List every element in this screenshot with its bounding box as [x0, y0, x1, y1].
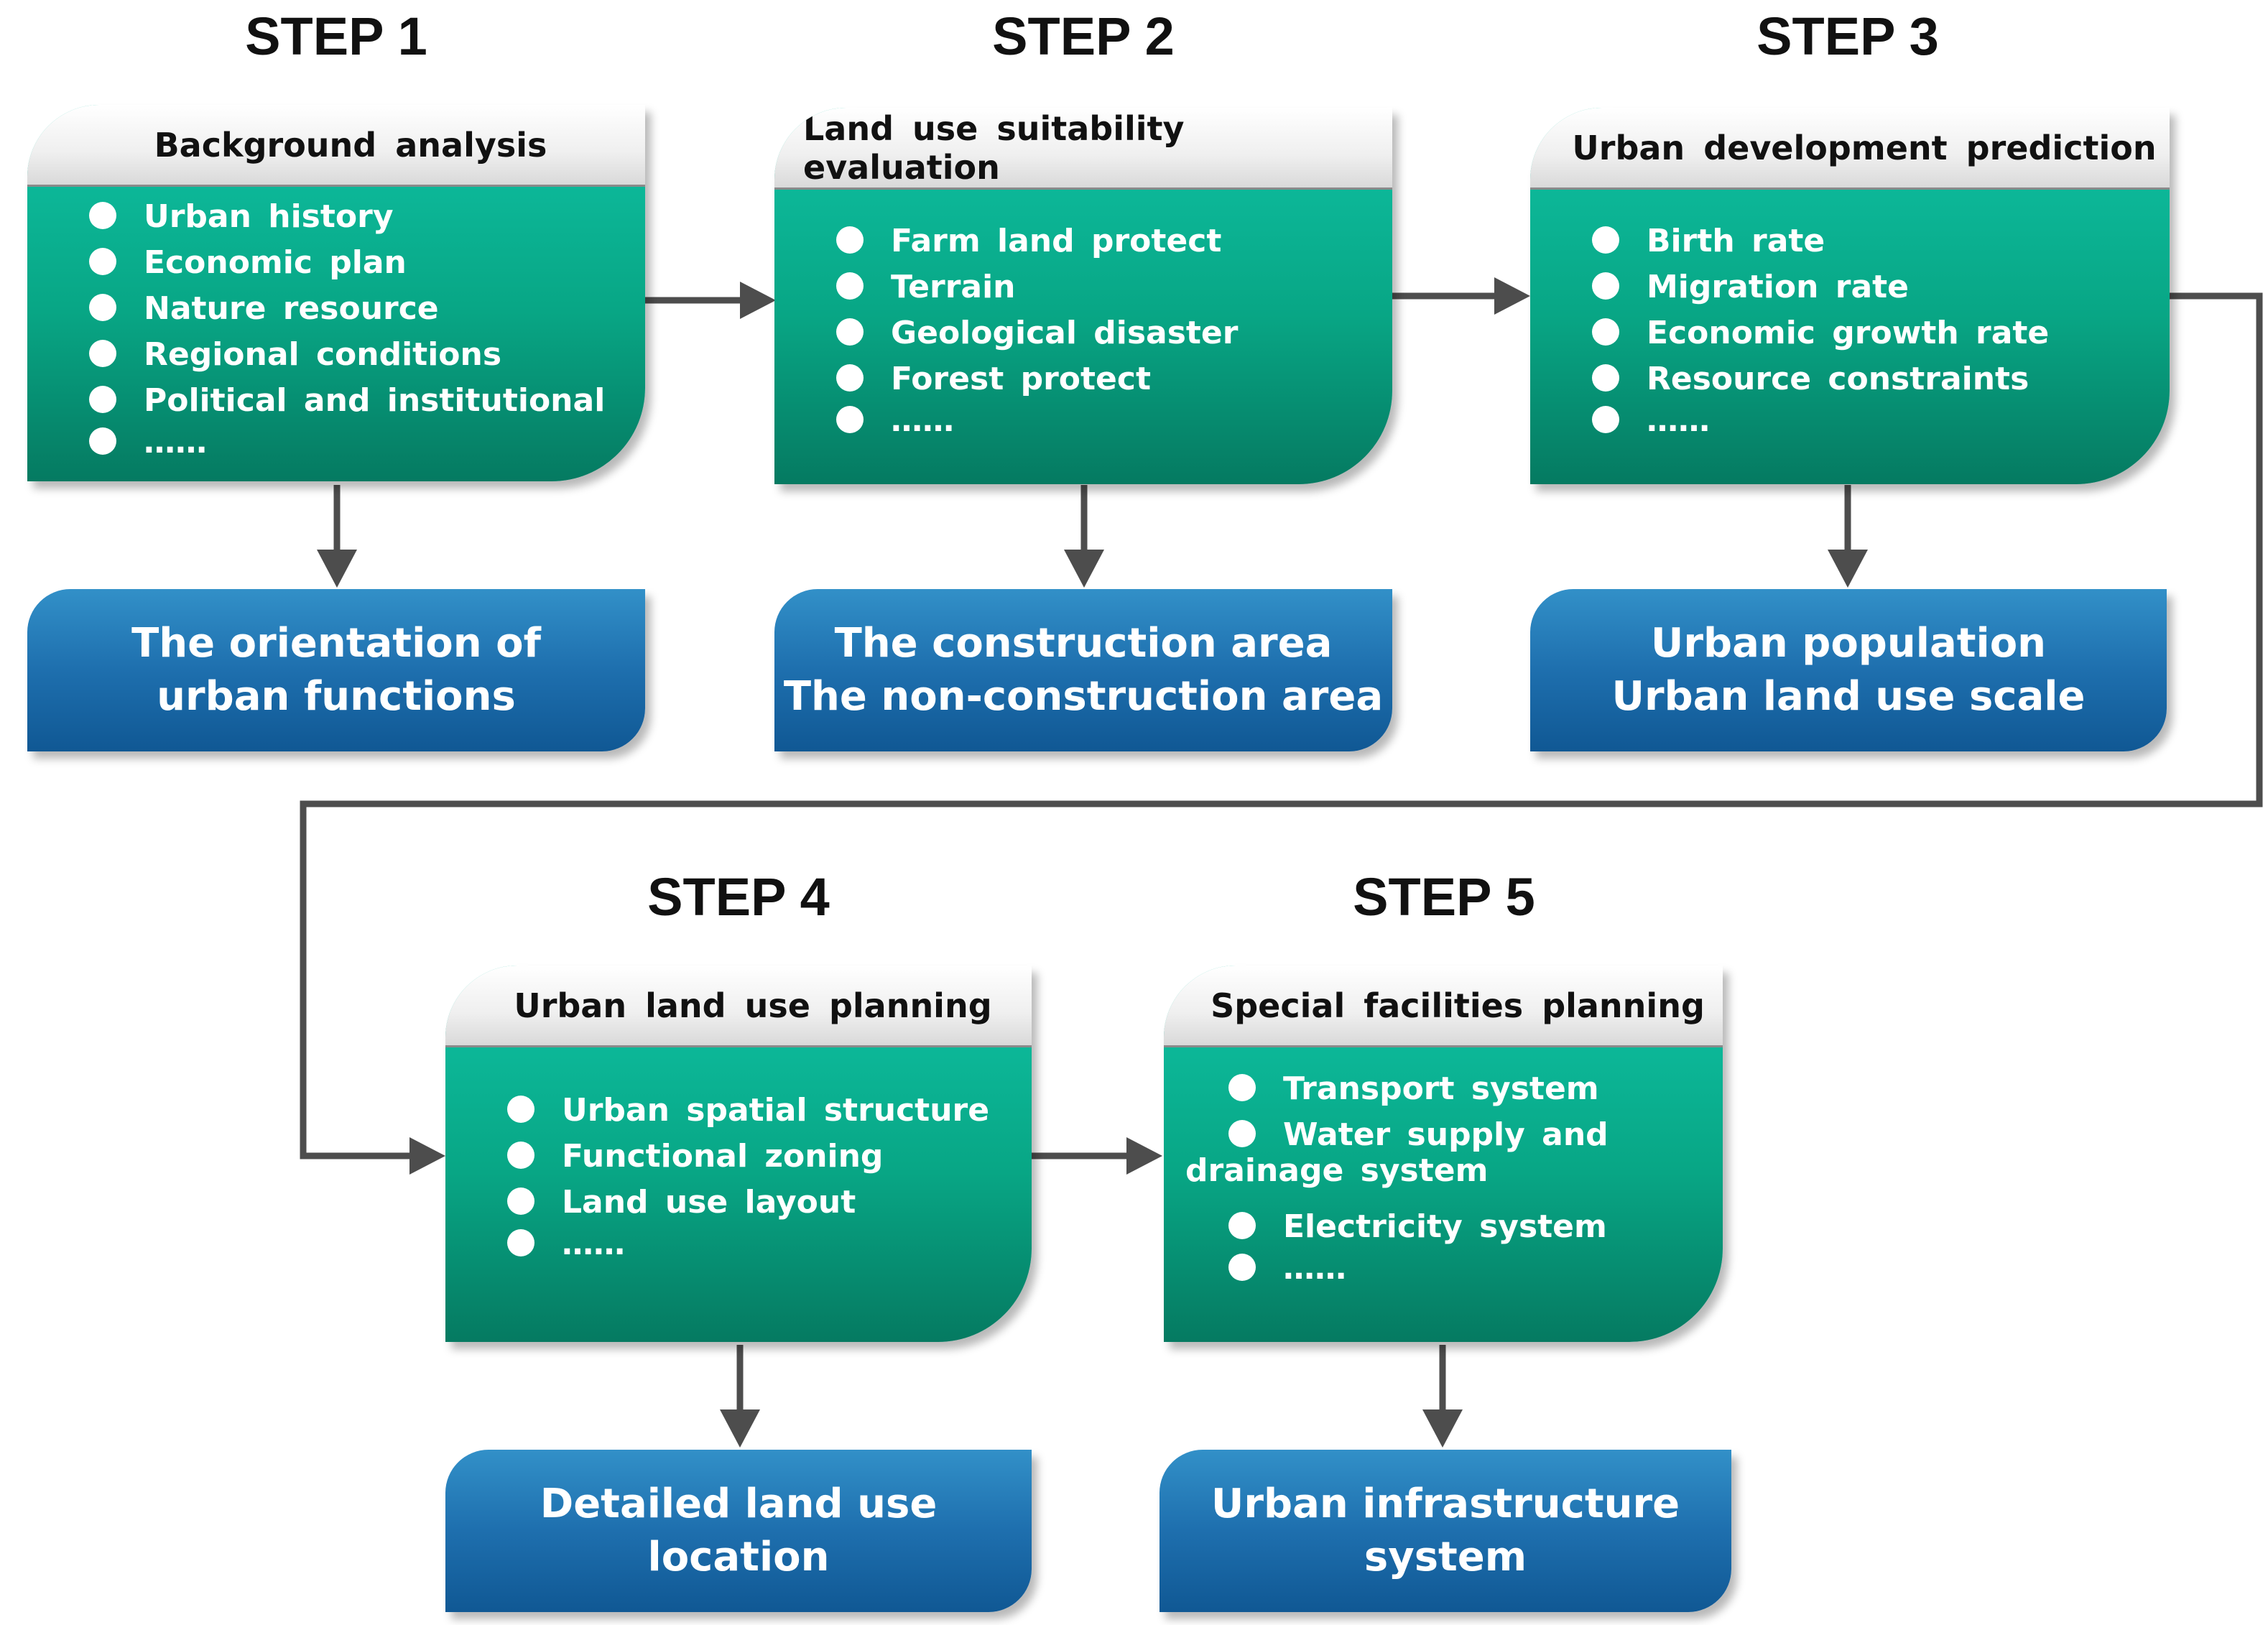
bullet-icon — [89, 386, 116, 413]
step-1-title: STEP 1 — [245, 6, 427, 66]
step-5-header: Special facilities planning — [1164, 966, 1723, 1047]
step-3-card: Urban development prediction Birth rate … — [1530, 108, 2170, 484]
step-2-card: Land use suitability evaluation Farm lan… — [774, 108, 1392, 484]
step-1-card: Background analysis Urban history Econom… — [27, 105, 645, 481]
step-4-result: Detailed land use location — [445, 1450, 1032, 1612]
arrowhead-step3 — [1494, 277, 1530, 315]
bullet-icon — [507, 1188, 534, 1215]
result-line: Urban land use scale — [1611, 673, 2086, 720]
list-item: …… — [89, 420, 207, 466]
bullet-icon — [89, 248, 116, 275]
bullet-icon — [836, 272, 864, 300]
result-line: Detailed land use location — [540, 1481, 938, 1580]
result-line: The orientation of — [131, 620, 541, 667]
bullet-icon — [1228, 1120, 1256, 1147]
bullet-icon — [836, 364, 864, 392]
list-item: Transport system — [1228, 1066, 1599, 1112]
bullet-icon — [1592, 364, 1619, 392]
step-1-header: Background analysis — [27, 105, 645, 187]
list-item: Birth rate — [1592, 218, 1825, 264]
bullet-icon — [1592, 226, 1619, 254]
result-line: system — [1364, 1534, 1527, 1580]
bullet-icon — [836, 406, 864, 433]
result-line: urban functions — [157, 673, 516, 720]
list-item: …… — [836, 398, 954, 444]
bullet-icon — [89, 294, 116, 321]
list-item: Water supply and — [1228, 1112, 1609, 1158]
bullet-icon — [1592, 406, 1619, 433]
bullet-icon — [836, 226, 864, 254]
step-1-result: The orientation of urban functions — [27, 589, 645, 751]
step-4-header: Urban land use planning — [445, 966, 1032, 1047]
step-5-title: STEP 5 — [1353, 867, 1535, 927]
arrowhead-down-5 — [1422, 1409, 1463, 1448]
result-line: Urban infrastructure — [1211, 1481, 1680, 1527]
list-item: Resource constraints — [1592, 356, 2029, 402]
bullet-icon — [1592, 318, 1619, 346]
arrowhead-down-2 — [1064, 550, 1104, 588]
arrowhead-down-4 — [720, 1409, 760, 1448]
arrowhead-step4 — [409, 1137, 445, 1175]
step-4-title: STEP 4 — [647, 867, 830, 927]
list-item: Terrain — [836, 264, 1016, 310]
result-line: The construction area — [834, 620, 1333, 667]
arrowhead-down-1 — [317, 550, 357, 588]
step-3-header: Urban development prediction — [1530, 108, 2170, 190]
bullet-icon — [507, 1229, 534, 1256]
step-5-card: Special facilities planning Transport sy… — [1164, 966, 1723, 1342]
step-4-card: Urban land use planning Urban spatial st… — [445, 966, 1032, 1342]
list-item: …… — [1228, 1246, 1346, 1292]
bullet-icon — [507, 1142, 534, 1169]
step-3-title: STEP 3 — [1756, 6, 1939, 66]
list-item: Urban history — [89, 194, 394, 240]
list-item: Geological disaster — [836, 310, 1238, 356]
list-item: Urban spatial structure — [507, 1088, 989, 1134]
bullet-icon — [507, 1096, 534, 1123]
result-line: Urban population — [1650, 620, 2047, 667]
bullet-icon — [1228, 1212, 1256, 1239]
list-item: Functional zoning — [507, 1134, 883, 1180]
bullet-icon — [89, 202, 116, 229]
bullet-icon — [89, 427, 116, 455]
list-item: Farm land protect — [836, 218, 1221, 264]
list-item: Forest protect — [836, 356, 1151, 402]
list-item: Economic plan — [89, 240, 407, 286]
arrow-step3-to-step4 — [300, 292, 2263, 1159]
step-5-item-continuation: drainage system — [1185, 1152, 1489, 1189]
bullet-icon — [1228, 1074, 1256, 1101]
list-item: Nature resource — [89, 286, 439, 332]
step-2-header: Land use suitability evaluation — [774, 108, 1392, 190]
list-item: Migration rate — [1592, 264, 1909, 310]
arrowhead-step5 — [1126, 1137, 1162, 1175]
list-item: …… — [507, 1221, 625, 1267]
arrowhead-down-3 — [1828, 550, 1868, 588]
step-2-title: STEP 2 — [992, 6, 1175, 66]
arrowhead-step2 — [740, 282, 776, 319]
step-5-result: Urban infrastructure system — [1160, 1450, 1731, 1612]
list-item: Political and institutional — [89, 378, 605, 424]
bullet-icon — [836, 318, 864, 346]
step-3-result: Urban population Urban land use scale — [1530, 589, 2167, 751]
bullet-icon — [89, 340, 116, 367]
list-item: Electricity system — [1228, 1204, 1607, 1250]
list-item: …… — [1592, 398, 1710, 444]
step-2-result: The construction area The non-constructi… — [774, 589, 1392, 751]
result-line: The non-construction area — [783, 673, 1384, 720]
list-item: Economic growth rate — [1592, 310, 2049, 356]
list-item: Regional conditions — [89, 332, 501, 378]
bullet-icon — [1228, 1254, 1256, 1281]
list-item: Land use layout — [507, 1180, 856, 1226]
bullet-icon — [1592, 272, 1619, 300]
